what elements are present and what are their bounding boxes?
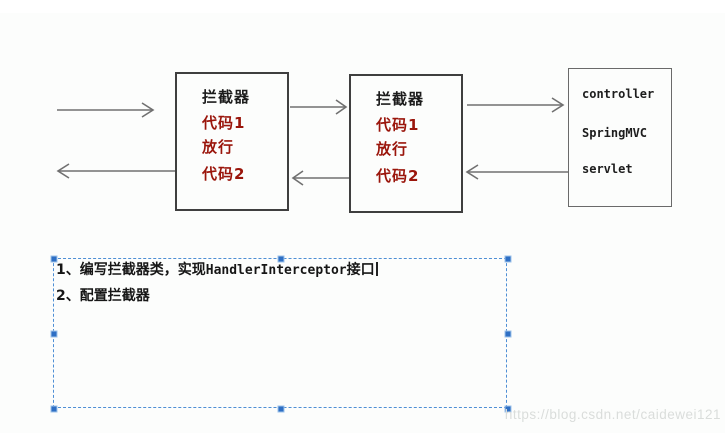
interceptor-box-2[interactable]: 拦截器 代码1 放行 代码2 bbox=[349, 74, 463, 213]
arrow-box2-to-server[interactable] bbox=[467, 97, 565, 113]
note1-code: HandlerInterceptor bbox=[205, 263, 347, 278]
interceptor1-title: 拦截器 bbox=[202, 88, 251, 106]
arrow-server-to-box2[interactable] bbox=[465, 164, 568, 180]
note1-marker: 1、 bbox=[56, 262, 80, 278]
interceptor2-pass: 放行 bbox=[376, 140, 409, 158]
arrow-response-out[interactable] bbox=[56, 163, 175, 179]
text-caret bbox=[375, 262, 378, 276]
server-box[interactable]: controller SpringMVC servlet bbox=[568, 68, 672, 207]
interceptor1-code2: 代码2 bbox=[202, 165, 246, 183]
interceptor1-pass: 放行 bbox=[202, 138, 235, 156]
interceptor2-code2: 代码2 bbox=[376, 167, 420, 185]
server-controller-label: controller bbox=[582, 87, 655, 101]
note1-prefix: 编写拦截器类，实现 bbox=[79, 262, 206, 278]
notes-textbox[interactable]: 1、编写拦截器类，实现HandlerInterceptor接口 2、配置拦截器 bbox=[50, 255, 512, 413]
watermark: https://blog.csdn.net/caidewei121 bbox=[504, 407, 721, 422]
note-line-1[interactable]: 1、编写拦截器类，实现HandlerInterceptor接口 bbox=[56, 262, 506, 279]
note2-marker: 2、 bbox=[56, 288, 80, 304]
arrow-request-in[interactable] bbox=[57, 102, 155, 118]
arrow-box2-to-box1[interactable] bbox=[291, 170, 349, 186]
server-springmvc-label: SpringMVC bbox=[582, 126, 648, 140]
resize-handle-bottom-left[interactable] bbox=[50, 405, 58, 413]
resize-handle-mid-right[interactable] bbox=[504, 330, 512, 338]
arrow-box1-to-box2[interactable] bbox=[290, 99, 348, 115]
resize-handle-top-left[interactable] bbox=[50, 255, 58, 263]
interceptor1-code1: 代码1 bbox=[202, 114, 246, 132]
note-line-2[interactable]: 2、配置拦截器 bbox=[56, 288, 506, 304]
resize-handle-bottom-right[interactable] bbox=[504, 405, 512, 413]
note2-text: 配置拦截器 bbox=[79, 288, 150, 304]
interceptor2-title: 拦截器 bbox=[376, 90, 425, 108]
resize-handle-mid-left[interactable] bbox=[50, 330, 58, 338]
resize-handle-top-center[interactable] bbox=[277, 255, 285, 263]
server-servlet-label: servlet bbox=[582, 162, 633, 176]
interceptor2-code1: 代码1 bbox=[376, 116, 420, 134]
note1-suffix: 接口 bbox=[346, 262, 375, 278]
resize-handle-top-right[interactable] bbox=[504, 255, 512, 263]
interceptor-box-1[interactable]: 拦截器 代码1 放行 代码2 bbox=[175, 72, 289, 211]
top-strip bbox=[0, 0, 725, 13]
resize-handle-bottom-center[interactable] bbox=[277, 405, 285, 413]
